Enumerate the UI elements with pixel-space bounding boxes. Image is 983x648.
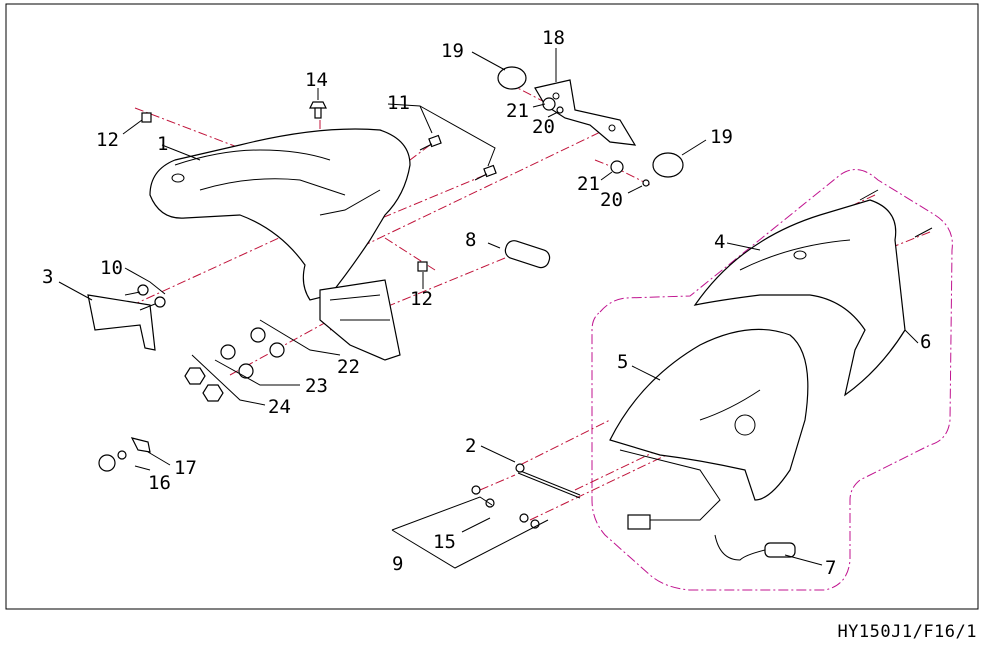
label-21-right: 21	[577, 173, 600, 195]
rod-2	[515, 463, 581, 499]
bolts-10	[124, 284, 166, 311]
bulb-socket-7	[714, 534, 796, 561]
label-19-right: 19	[710, 126, 733, 148]
group-4-outline	[591, 169, 953, 591]
nut-20-right	[642, 179, 650, 187]
label-2: 2	[465, 435, 476, 457]
label-20-right: 20	[600, 189, 623, 211]
label-23: 23	[305, 375, 328, 397]
drawing-frame	[5, 3, 979, 610]
label-4: 4	[714, 231, 725, 253]
label-24: 24	[268, 396, 291, 418]
clip-12-top	[141, 112, 152, 123]
screw-14	[309, 101, 327, 119]
label-19-top: 19	[441, 40, 464, 62]
reflector-8	[504, 240, 551, 269]
rear-fender	[149, 128, 411, 361]
label-6: 6	[920, 331, 931, 353]
label-10: 10	[100, 257, 123, 279]
cap-19-top	[497, 66, 527, 90]
label-8: 8	[465, 229, 476, 251]
label-21-top: 21	[506, 100, 529, 122]
lamp-housing-5	[609, 328, 809, 521]
grommet-16	[98, 454, 116, 472]
label-7: 7	[825, 557, 836, 579]
washers-nuts-22-24	[184, 327, 285, 402]
screws-6	[859, 189, 933, 238]
label-16: 16	[148, 472, 171, 494]
license-bracket-3	[87, 294, 156, 351]
nut-20-top	[556, 106, 564, 114]
screws-15	[471, 485, 540, 529]
label-17: 17	[174, 457, 197, 479]
drawing-code: HY150J1/F16/1	[837, 622, 977, 642]
label-15: 15	[433, 531, 456, 553]
label-1: 1	[157, 133, 168, 155]
label-22: 22	[337, 356, 360, 378]
label-12-top: 12	[96, 129, 119, 151]
label-5: 5	[617, 351, 628, 373]
clip-17	[130, 437, 151, 453]
leader-lines	[58, 48, 919, 569]
label-11: 11	[387, 92, 410, 114]
label-20-top: 20	[532, 116, 555, 138]
bracket-18	[534, 79, 637, 146]
label-9: 9	[392, 553, 403, 575]
connector	[627, 514, 651, 530]
washer-21-right	[610, 160, 624, 174]
label-18: 18	[542, 27, 565, 49]
part-labels: 1 2 3 4 5 6 7 8 9 10 11 12 12 14 15 16 1…	[42, 27, 931, 579]
label-3: 3	[42, 266, 53, 288]
lamp-cover-6	[693, 199, 906, 397]
label-12-bottom: 12	[410, 288, 433, 310]
label-14: 14	[305, 69, 328, 91]
clip-12-bottom	[417, 261, 428, 272]
bolts-11	[419, 134, 497, 181]
cap-19-right	[652, 152, 684, 178]
